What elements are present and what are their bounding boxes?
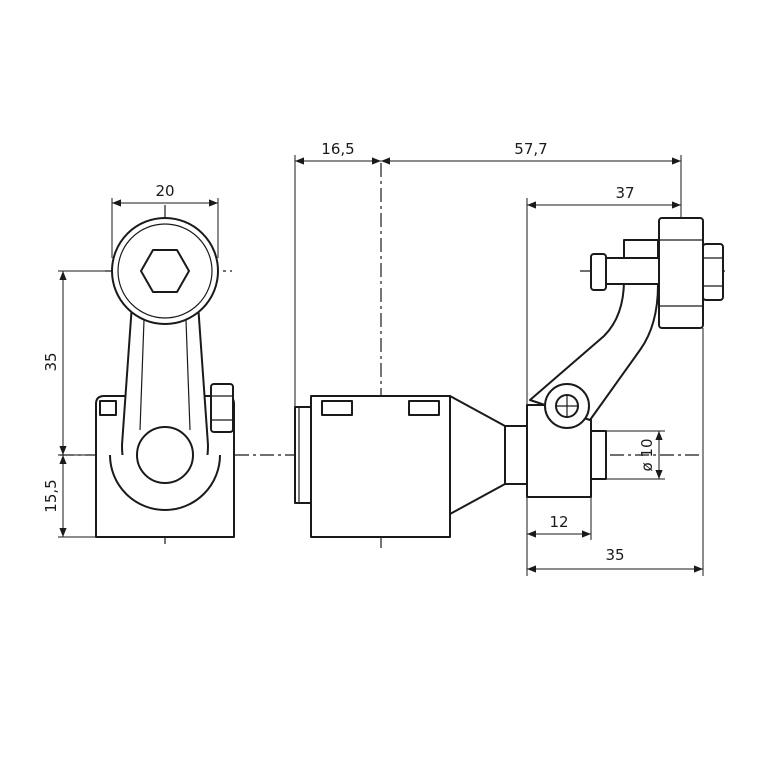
axle-nut-right [702,243,724,301]
dim-lever-height-label: 35 [42,352,60,371]
mounting-flange [294,406,312,504]
shaft-hub-bore [136,426,194,484]
roller-inner [117,223,213,319]
dimensions: 20 35 15,5 16,5 57,7 37 ø 10 12 [42,140,704,576]
axle-nut-left [590,253,607,291]
body-clip-left [321,400,353,416]
switch-body [310,395,451,538]
dim-lever-width-label: 35 [605,546,624,564]
axle [603,257,660,285]
dim-shaft-diameter-label: ø 10 [638,438,656,471]
tapered-neck [449,395,506,515]
shaft-end [590,430,607,480]
roller-side [658,217,704,329]
shaft [504,425,529,485]
side-view [294,163,725,548]
lever-arm-rib [139,319,191,431]
dim-base-height-label: 15,5 [42,479,60,512]
clamp-nut [210,383,234,433]
dim-roller-offset-label: 37 [615,184,634,202]
hex-screw [140,249,190,293]
dim-overall-length-label: 57,7 [514,140,547,158]
dim-roller-width-label: 20 [155,182,174,200]
dim-flange-offset-label: 16,5 [321,140,354,158]
front-view [60,205,700,548]
dim-block-width-label: 12 [549,513,568,531]
body-clip-right [408,400,440,416]
housing-clip-left [99,400,117,416]
